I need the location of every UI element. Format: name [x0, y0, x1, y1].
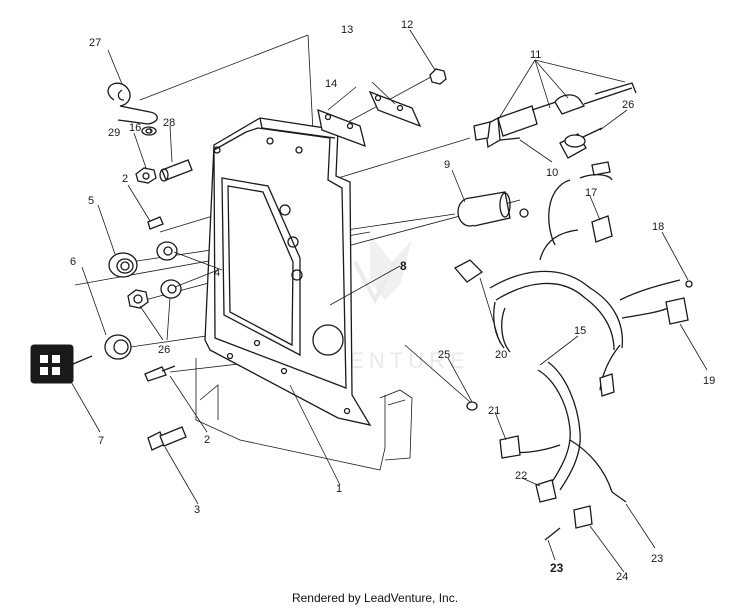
- callout-29: 29: [108, 127, 120, 139]
- bolt: [147, 426, 187, 451]
- callout-8: 8: [400, 259, 407, 273]
- mounting-bracket: [195, 117, 413, 471]
- washer: [466, 401, 478, 411]
- callout-4: 4: [214, 267, 220, 279]
- callout-28: 28: [163, 117, 175, 129]
- callout-17: 17: [585, 187, 597, 199]
- leader-lines: [69, 29, 708, 573]
- callout-23: 23: [550, 561, 564, 575]
- callout-1: 1: [336, 483, 342, 495]
- callout-14: 14: [325, 78, 337, 90]
- callout-22: 22: [515, 470, 527, 482]
- key-tag: [30, 344, 93, 384]
- callout-25: 25: [438, 349, 450, 361]
- callout-23: 23: [651, 553, 663, 565]
- callout-10: 10: [546, 167, 558, 179]
- switch-assembly: [473, 82, 637, 149]
- wiring-harness: [453, 174, 693, 541]
- callout-labels: 1 2 2 3 4 5 6 7 8 9 10 11 12 13 14 15 16…: [70, 19, 715, 583]
- callout-6: 6: [70, 256, 76, 268]
- callout-2: 2: [204, 434, 210, 446]
- toggle-switch: [559, 127, 611, 176]
- footer-credit: Rendered by LeadVenture, Inc.: [291, 591, 459, 605]
- callout-5: 5: [88, 195, 94, 207]
- callout-7: 7: [98, 435, 104, 447]
- callout-13: 13: [341, 24, 353, 36]
- callout-26: 26: [622, 99, 634, 111]
- callout-3: 3: [194, 504, 200, 516]
- callout-9: 9: [444, 159, 450, 171]
- callout-2: 2: [122, 173, 128, 185]
- top-left-fasteners: [107, 82, 193, 184]
- callout-24: 24: [616, 571, 628, 583]
- sensor: [457, 191, 529, 227]
- callout-18: 18: [652, 221, 664, 233]
- pins: [144, 216, 176, 382]
- callout-12: 12: [401, 19, 413, 31]
- callout-19: 19: [703, 375, 715, 387]
- callout-16: 16: [129, 122, 141, 134]
- callout-27: 27: [89, 37, 101, 49]
- callout-11: 11: [530, 49, 541, 61]
- nuts-and-washers: [104, 241, 182, 360]
- top-plates: [317, 68, 447, 148]
- callout-21: 21: [488, 405, 500, 417]
- callout-26: 26: [158, 344, 170, 356]
- callout-15: 15: [574, 325, 586, 337]
- callout-20: 20: [495, 349, 507, 361]
